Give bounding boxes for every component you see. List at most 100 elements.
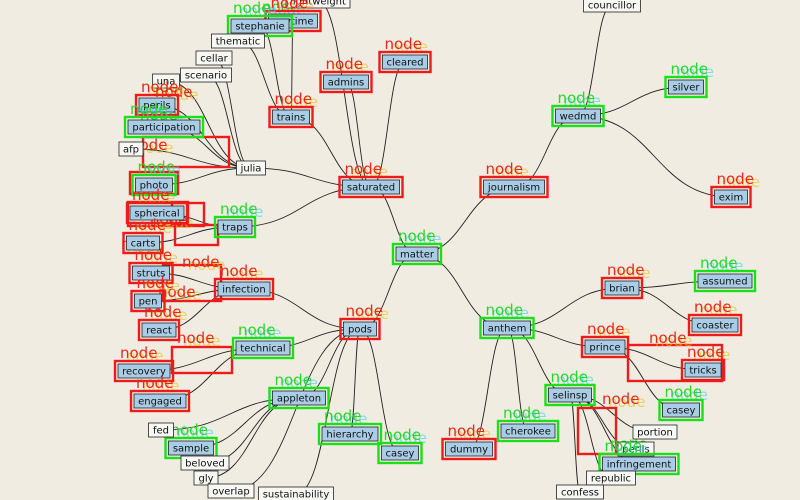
node-frame [339, 317, 381, 341]
node-label: dummy [450, 445, 488, 456]
node-frame [600, 276, 644, 300]
node-box [342, 179, 400, 195]
node-republic[interactable]: republic [586, 470, 636, 486]
node-box [129, 205, 185, 221]
node-label: spherical [134, 209, 179, 220]
node-frame [680, 358, 726, 382]
detection-frame [173, 223, 220, 247]
node-box [617, 441, 655, 457]
node-label: pen [139, 297, 158, 308]
node-frame [496, 419, 560, 443]
node-tag-shadow: node [188, 256, 225, 274]
node-julia[interactable]: julia [236, 160, 266, 176]
node-box [285, 0, 351, 9]
node-label: cherokee [505, 427, 551, 438]
node-frame [134, 93, 180, 117]
node-label: selinsp [553, 391, 588, 402]
node-afp[interactable]: afp [118, 141, 144, 157]
node-box [321, 426, 379, 442]
node-label: beloved [185, 459, 225, 470]
node-gly[interactable]: gly [193, 470, 219, 486]
node-tag: node [346, 302, 383, 320]
node-beloved[interactable]: beloved [180, 455, 230, 471]
edge-saturated-lightweight [317, 0, 372, 188]
node-overlap[interactable]: overlap [207, 483, 255, 499]
node-confess[interactable]: confess [556, 484, 604, 500]
node-una[interactable]: una [152, 73, 180, 89]
node-councillor[interactable]: councillor [583, 0, 641, 13]
node-box [483, 320, 531, 336]
node-fed[interactable]: fed [148, 422, 174, 438]
node-thematic[interactable]: thematic [211, 33, 265, 49]
node-tag: node [120, 344, 157, 362]
node-tag: node [602, 390, 639, 408]
node-box [135, 177, 173, 193]
edge-julia-afp [130, 148, 252, 169]
node-sustainability[interactable]: sustainability [258, 486, 334, 500]
node-tag: node [607, 261, 644, 279]
node-tag: node [238, 321, 275, 339]
node-box [272, 390, 326, 406]
node-lightweight[interactable]: lightweight [285, 0, 351, 9]
node-frame [377, 441, 423, 465]
node-label: admins [328, 78, 365, 89]
node-label: engaged [138, 397, 182, 408]
node-tag: node [665, 383, 702, 401]
node-tag: node [486, 160, 523, 178]
node-box [211, 33, 265, 49]
node-box [217, 281, 271, 297]
node-portion[interactable]: portion [632, 424, 678, 440]
node-tag: node [324, 407, 361, 425]
node-scenario[interactable]: scenario [180, 67, 232, 83]
node-tag: node [326, 55, 363, 73]
node-frame [129, 389, 191, 413]
node-tag: node [448, 422, 485, 440]
node-box [343, 321, 377, 337]
node-tag: node [558, 89, 595, 107]
node-tag: node [398, 227, 435, 245]
node-perils2[interactable]: perils [617, 441, 655, 457]
node-label: matter [400, 250, 435, 261]
node-frame [128, 261, 174, 285]
node-cellar[interactable]: cellar [195, 50, 233, 66]
node-label: sample [173, 444, 209, 455]
